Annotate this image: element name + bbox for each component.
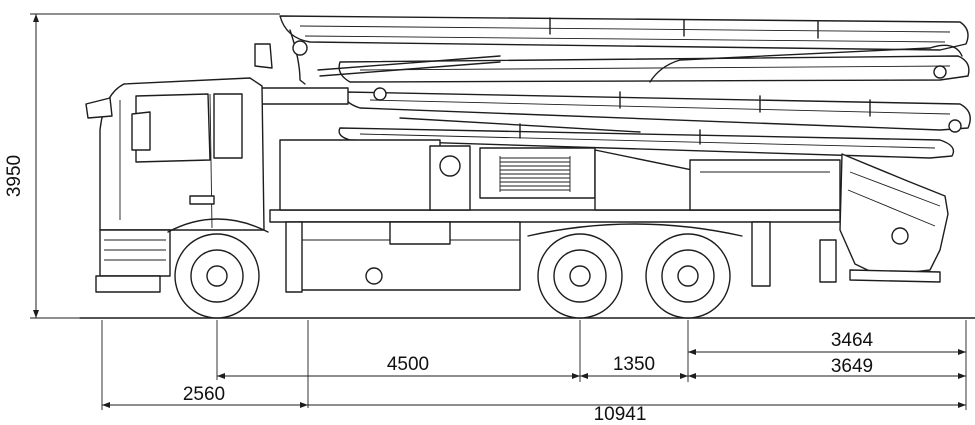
dimension-10941: 10941 xyxy=(594,404,647,425)
dimension-4500: 4500 xyxy=(387,354,429,375)
dimension-3464: 3464 xyxy=(831,330,874,351)
rear-wheel-arch xyxy=(527,223,743,237)
rear-wheel-1 xyxy=(537,233,623,319)
height-dimension-label: 3950 xyxy=(4,155,25,197)
front-wheel xyxy=(174,233,260,319)
rear-wheel-2 xyxy=(645,233,731,319)
concrete-hopper xyxy=(839,153,949,283)
pump-unit xyxy=(279,139,841,293)
dimension-2560: 2560 xyxy=(183,384,225,405)
dimension-1350: 1350 xyxy=(613,354,655,375)
boom-assembly xyxy=(254,15,971,159)
height-dimension xyxy=(30,13,280,319)
front-wheel-arch xyxy=(167,218,269,233)
horizontal-dimensions xyxy=(101,320,967,410)
dimension-3649: 3649 xyxy=(831,356,873,377)
truck-cab xyxy=(85,77,265,293)
chassis-frame xyxy=(269,209,841,291)
